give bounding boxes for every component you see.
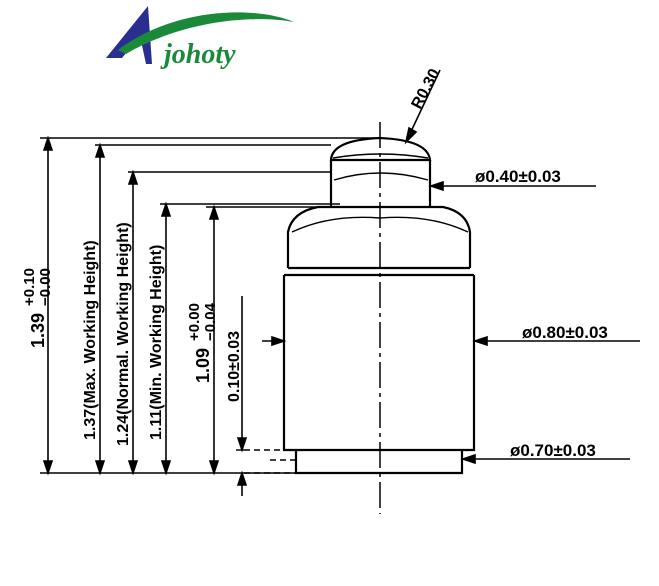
body-cap [286, 205, 472, 268]
base-flange [294, 450, 464, 475]
plunger-dome [329, 136, 432, 162]
main-body [282, 275, 476, 452]
tip-diameter-label: ø0.40±0.03 [475, 167, 561, 186]
body-diameter-label: ø0.80±0.03 [522, 323, 608, 342]
body-height-label: 1.09 [193, 348, 213, 383]
dimension-texts: R0.30 ø0.40±0.03 ø0.80±0.03 ø0.70±0.03 1… [21, 66, 608, 460]
extension-lines [40, 137, 380, 474]
brand-logo: johoty [106, 6, 294, 70]
body-height-tol-minus: −0.04 [202, 302, 219, 341]
total-height-tol-plus: +0.10 [21, 268, 38, 306]
base-thickness-label: 0.10±0.03 [226, 331, 243, 402]
body-height-tol-plus: +0.00 [186, 303, 203, 341]
radius-label: R0.30 [409, 66, 444, 112]
total-height-tol-minus: −0.00 [37, 268, 54, 306]
min-working-height-label: 1.11(Min. Working Height) [148, 245, 165, 440]
leader-lines [262, 69, 640, 465]
logo-mark-icon [106, 6, 152, 64]
logo-swoosh-icon [118, 12, 294, 54]
base-diameter-label: ø0.70±0.03 [510, 441, 596, 460]
total-height-label: 1.39 [28, 313, 48, 348]
dimension-lines [42, 135, 248, 496]
hidden-lines [244, 449, 296, 474]
max-working-height-label: 1.37(Max. Working Height) [82, 240, 99, 440]
logo-text: johoty [160, 39, 236, 70]
part-outline [282, 136, 476, 475]
normal-working-height-label: 1.24(Normal. Working Height) [115, 222, 132, 446]
